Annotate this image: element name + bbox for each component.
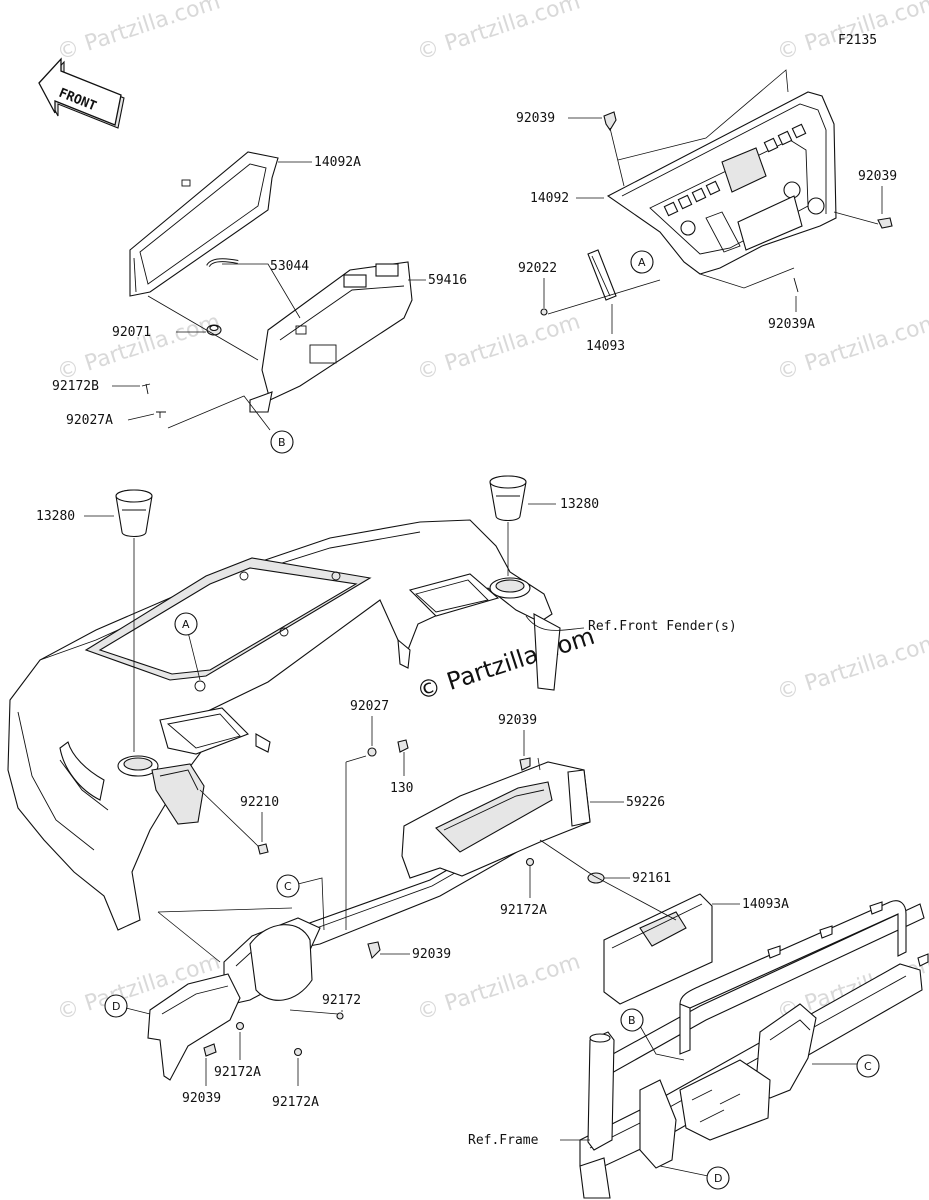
watermark-text: © Partzilla.com (54, 0, 223, 66)
label-14092A: 14092A (314, 155, 361, 170)
watermark-text: © Partzilla.com (774, 629, 929, 705)
svg-text:B: B (628, 1014, 636, 1027)
label-92172A-low2: 92172A (272, 1095, 319, 1110)
label-92161: 92161 (632, 871, 671, 886)
label-53044: 53044 (270, 259, 309, 274)
label-92039-mid: 92039 (498, 713, 537, 728)
label-92027A: 92027A (66, 413, 113, 428)
svg-text:C: C (284, 880, 292, 893)
watermark-main: © Partzilla.com (413, 622, 598, 706)
watermark-text: © Partzilla.com (414, 0, 583, 66)
label-92172: 92172 (322, 993, 361, 1008)
label-92172B: 92172B (52, 379, 99, 394)
lower-dash-panels (147, 739, 713, 1081)
svg-text:C: C (864, 1060, 872, 1073)
callout-d-left: D (104, 994, 128, 1018)
label-14093A: 14093A (742, 897, 789, 912)
callout-c-frame: C (856, 1054, 880, 1078)
callout-a-dash: A (174, 612, 198, 636)
front-arrow-icon: FRONT (38, 57, 125, 129)
svg-text:A: A (638, 256, 646, 269)
meter-panel-assembly (540, 91, 893, 316)
ref-frame: Ref.Frame (468, 1133, 539, 1148)
label-92022: 92022 (518, 261, 557, 276)
svg-text:B: B (278, 436, 286, 449)
label-13280-right: 13280 (560, 497, 599, 512)
label-92027: 92027 (350, 699, 389, 714)
watermark-text: © Partzilla.com (54, 309, 223, 385)
callout-d-frame: D (706, 1166, 730, 1190)
callout-a-top: A (630, 250, 654, 274)
label-130: 130 (390, 781, 413, 796)
label-59226: 59226 (626, 795, 665, 810)
frame-assembly (579, 900, 929, 1199)
ref-front-fender: Ref.Front Fender(s) (588, 619, 737, 634)
label-13280-left: 13280 (36, 509, 75, 524)
label-92039-low: 92039 (412, 947, 451, 962)
callout-c-mid: C (276, 874, 300, 898)
label-59416: 59416 (428, 273, 467, 288)
label-92039-right: 92039 (858, 169, 897, 184)
callout-b-frame: B (620, 1008, 644, 1032)
callout-b-top: B (270, 430, 294, 454)
label-92172A-mid: 92172A (500, 903, 547, 918)
label-92039-bottom: 92039 (182, 1091, 221, 1106)
svg-text:D: D (112, 1000, 120, 1013)
label-92172A-low1: 92172A (214, 1065, 261, 1080)
label-92039A: 92039A (768, 317, 815, 332)
meter-cover-assembly (129, 151, 413, 418)
figure-code: F2135 (838, 33, 877, 48)
label-14092: 14092 (530, 191, 569, 206)
label-14093: 14093 (586, 339, 625, 354)
dashboard-main (7, 475, 561, 931)
watermark-text: © Partzilla.com (414, 309, 583, 385)
svg-text:D: D (714, 1172, 722, 1185)
svg-text:A: A (182, 618, 190, 631)
label-92071: 92071 (112, 325, 151, 340)
label-92039-top: 92039 (516, 111, 555, 126)
label-92210: 92210 (240, 795, 279, 810)
